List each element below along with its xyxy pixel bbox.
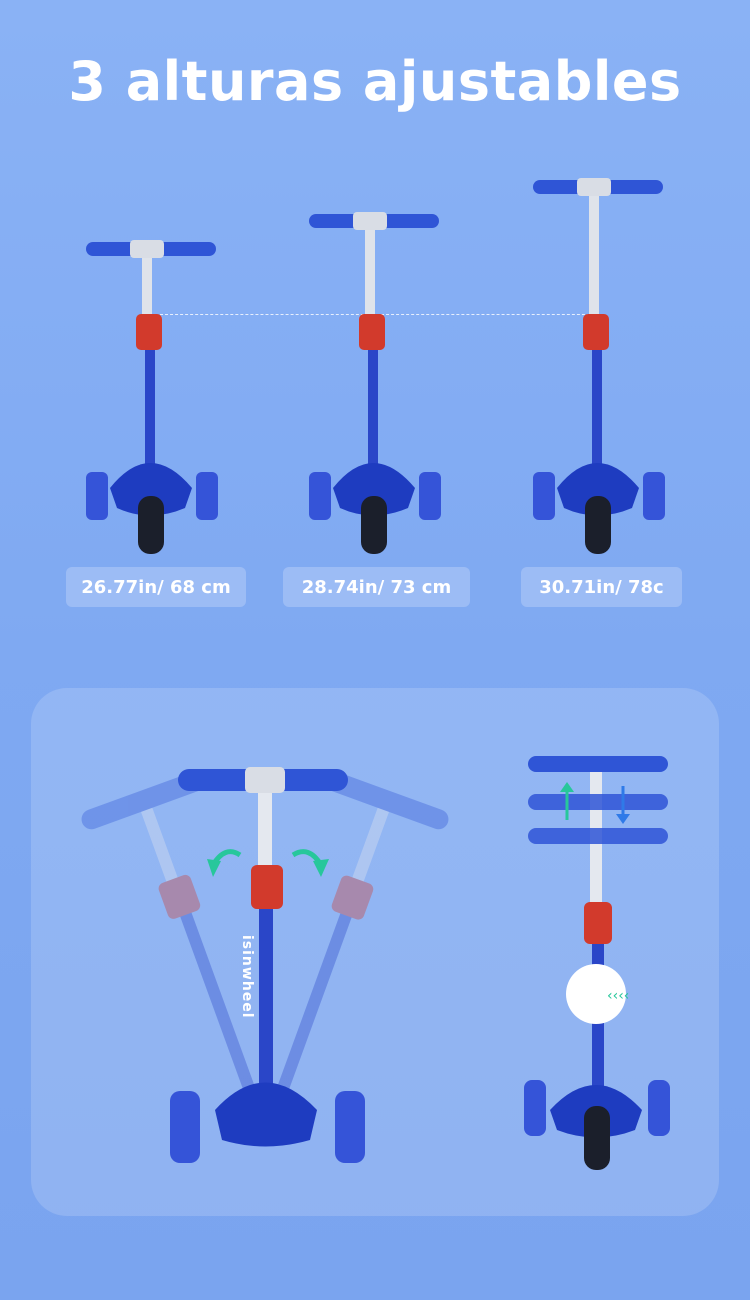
height-label-1: 26.77in/ 68 cm bbox=[66, 567, 246, 607]
height-label-2: 28.74in/ 73 cm bbox=[283, 567, 470, 607]
height-adjust-illustration: ‹‹‹‹ bbox=[520, 750, 680, 1175]
scooter-height-2 bbox=[303, 210, 448, 558]
height-label-3: 30.71in/ 78c bbox=[521, 567, 682, 607]
tilting-scooter-illustration bbox=[55, 755, 485, 1175]
page-title: 3 alturas ajustables bbox=[68, 50, 682, 113]
scooter-height-1 bbox=[80, 238, 225, 558]
brand-logo: isinwheel bbox=[239, 935, 255, 1019]
svg-text:‹‹‹‹: ‹‹‹‹ bbox=[607, 988, 629, 1004]
scooter-height-3 bbox=[527, 176, 672, 558]
